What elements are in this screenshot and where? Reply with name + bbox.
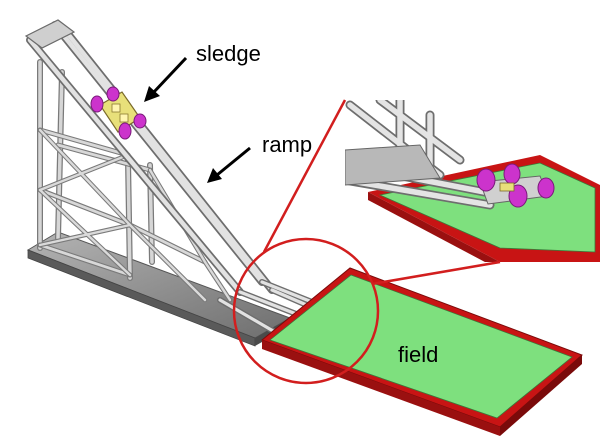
ramp-frame [24,19,358,338]
label-sledge: sledge [196,41,261,66]
field [261,267,583,436]
sledge [90,86,147,140]
callout-line-bottom [371,260,501,286]
arrow-ramp-icon [207,146,251,183]
arrow-sledge-icon [144,56,188,102]
callout-line-top [262,99,347,253]
zoom-callout [232,99,501,385]
zoom-inset [345,100,600,262]
label-ramp: ramp [262,132,312,157]
base-plate [26,231,292,347]
label-field: field [398,342,438,367]
zoom-circle [232,237,380,385]
